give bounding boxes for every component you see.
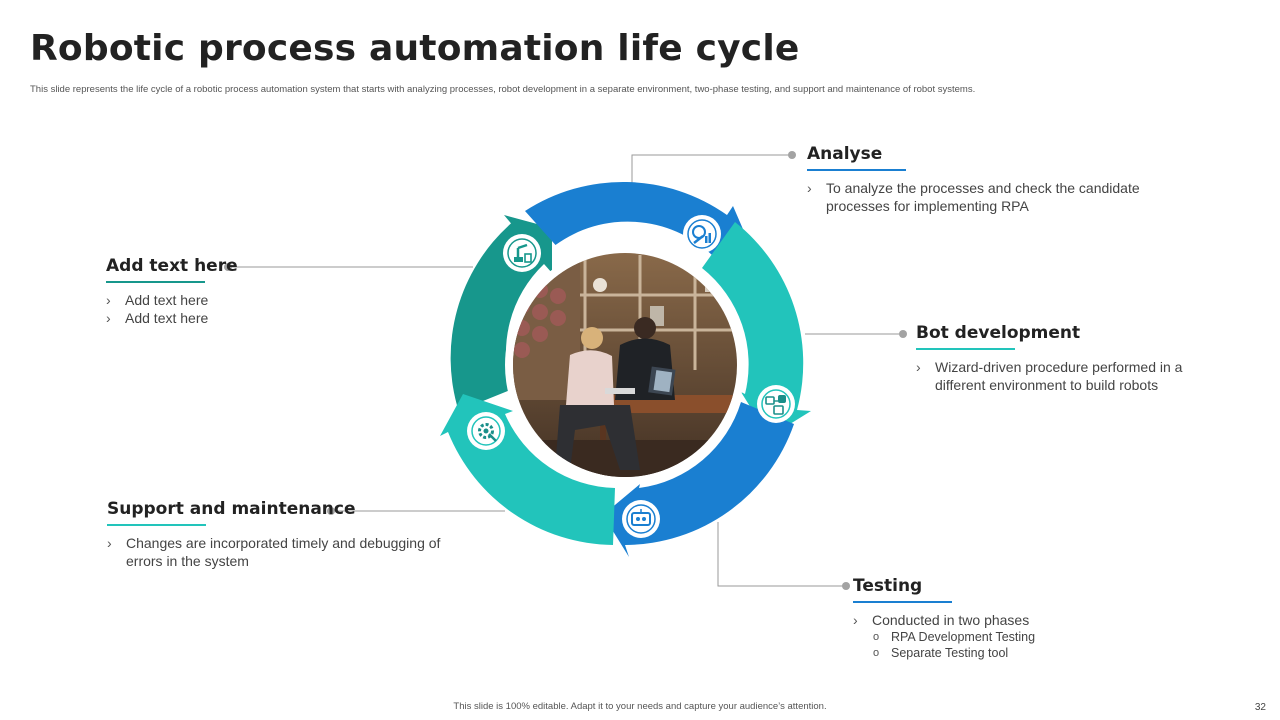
- stage-analyse-heading: Analyse: [807, 144, 883, 164]
- slide-footer-note: This slide is 100% editable. Adapt it to…: [453, 701, 827, 712]
- stage-testing-underline: [853, 601, 952, 603]
- stage-bot-development-heading: Bot development: [916, 323, 1081, 343]
- stage-placeholder-underline: [106, 281, 205, 283]
- stage-testing-heading: Testing: [853, 576, 923, 596]
- gear-maintenance-icon: [467, 412, 505, 450]
- stage-placeholder-points: Add text here Add text here: [106, 291, 356, 327]
- stage-analyse-point: To analyze the processes and check the c…: [807, 179, 1187, 215]
- stage-testing-subpoint: RPA Development Testing: [853, 629, 1113, 645]
- stage-placeholder: Add text here Add text here Add text her…: [106, 256, 356, 327]
- analysis-chart-icon: [683, 215, 721, 253]
- stage-bot-development-points: Wizard-driven procedure performed in a d…: [916, 358, 1216, 394]
- dot-support: [327, 507, 335, 515]
- connector-lines: [228, 154, 903, 587]
- stage-placeholder-point: Add text here: [106, 309, 356, 327]
- stage-support-heading: Support and maintenance: [107, 499, 356, 519]
- stage-placeholder-point: Add text here: [106, 291, 356, 309]
- stage-testing-points: Conducted in two phases RPA Development …: [853, 611, 1113, 661]
- robot-test-icon: [622, 500, 660, 538]
- stage-testing-subpoint: Separate Testing tool: [853, 645, 1113, 661]
- robot-workflow-icon: [757, 385, 795, 423]
- stage-analyse: Analyse To analyze the processes and che…: [807, 144, 1187, 215]
- dot-bot-development: [899, 330, 907, 338]
- page-number: 32: [1254, 702, 1266, 713]
- stage-bot-development: Bot development Wizard-driven procedure …: [916, 323, 1216, 394]
- stage-support-underline: [107, 524, 206, 526]
- page-title: Robotic process automation life cycle: [30, 28, 800, 69]
- dot-testing: [842, 582, 850, 590]
- dot-analyse: [788, 151, 796, 159]
- connector-dots: [224, 151, 907, 590]
- stage-analyse-underline: [807, 169, 906, 171]
- stage-support: Support and maintenance Changes are inco…: [107, 499, 467, 570]
- connector-testing: [717, 522, 846, 587]
- dot-placeholder: [224, 263, 232, 271]
- stage-support-point: Changes are incorporated timely and debu…: [107, 534, 467, 570]
- robot-arm-icon: [503, 234, 541, 272]
- stage-support-points: Changes are incorporated timely and debu…: [107, 534, 467, 570]
- stage-bot-development-underline: [916, 348, 1015, 350]
- segment-analyse: [525, 181, 752, 265]
- stage-placeholder-heading: Add text here: [106, 256, 238, 276]
- page-subtitle: This slide represents the life cycle of …: [30, 84, 976, 95]
- stage-testing: Testing Conducted in two phases RPA Deve…: [853, 576, 1113, 661]
- stage-analyse-points: To analyze the processes and check the c…: [807, 179, 1187, 215]
- connector-analyse: [631, 154, 792, 184]
- stage-testing-point: Conducted in two phases: [853, 611, 1113, 629]
- segment-bot-development: [702, 222, 811, 437]
- stage-bot-development-point: Wizard-driven procedure performed in a d…: [916, 358, 1216, 394]
